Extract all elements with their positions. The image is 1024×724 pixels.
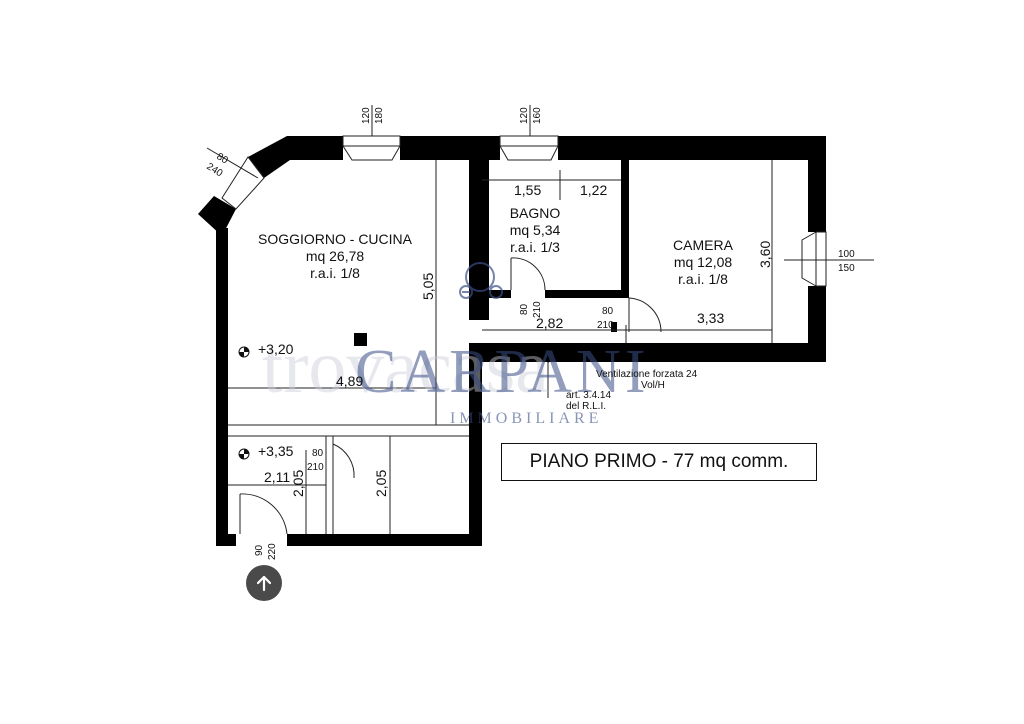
bath-left-wall bbox=[469, 136, 489, 320]
door-bath-swing bbox=[510, 257, 546, 291]
dim-entry-h: 2,05 bbox=[290, 470, 306, 497]
left-wall bbox=[216, 228, 228, 546]
pillar bbox=[354, 333, 367, 346]
room-bath-rai: r.a.i. 1/3 bbox=[510, 239, 560, 255]
level-living: +3,20 bbox=[258, 341, 294, 357]
door-store-swing bbox=[332, 443, 355, 479]
right-wall-upper bbox=[808, 136, 826, 232]
bottom-wall-left bbox=[216, 534, 236, 546]
room-bedroom-name: CAMERA bbox=[673, 237, 734, 253]
top-wall-left bbox=[287, 136, 343, 160]
dim-living-w: 4,89 bbox=[336, 373, 363, 389]
room-bath-name: BAGNO bbox=[510, 205, 561, 221]
note-ventilation-unit: Vol/H bbox=[641, 380, 665, 391]
window-bedroom-splay bbox=[801, 231, 817, 287]
interior-lines bbox=[206, 105, 874, 534]
room-living-rai: r.a.i. 1/8 bbox=[310, 265, 360, 281]
room-living-name: SOGGIORNO - CUCINA bbox=[258, 231, 413, 247]
top-wall-right bbox=[558, 136, 826, 160]
room-bath-area: mq 5,34 bbox=[510, 222, 561, 238]
bath-bottom-wall bbox=[545, 290, 629, 298]
win-bath-w: 120 bbox=[519, 107, 530, 124]
bath-right-wall bbox=[621, 160, 629, 298]
level-marker-icon bbox=[238, 448, 250, 460]
note-ventilation: Ventilazione forzata 24 bbox=[596, 369, 698, 380]
win-bedroom-w: 100 bbox=[838, 249, 855, 260]
dim-hall-w1: 2,82 bbox=[536, 315, 563, 331]
dim-store-h: 2,05 bbox=[373, 470, 389, 497]
plan-title: PIANO PRIMO - 77 mq comm. bbox=[501, 443, 817, 481]
window-bedroom bbox=[815, 231, 827, 287]
door-entry-swing bbox=[239, 493, 288, 535]
watermark-ghost: trovacasa bbox=[262, 325, 549, 409]
win-ref-corner bbox=[206, 147, 259, 179]
ventilation-arrow-icon bbox=[547, 351, 557, 363]
door-entry-h: 220 bbox=[267, 543, 278, 560]
note-regulation: del R.L.I. bbox=[566, 401, 606, 412]
watermark-brand: CARPANI bbox=[355, 338, 649, 406]
window-bath bbox=[499, 135, 559, 147]
dim-hall-w2: 3,33 bbox=[697, 310, 724, 326]
door-bath-h: 210 bbox=[532, 301, 543, 318]
window-bath-splay bbox=[499, 145, 559, 161]
north-button[interactable] bbox=[246, 565, 282, 601]
pillar-small bbox=[611, 322, 617, 332]
window-living-splay bbox=[342, 145, 401, 161]
door-bedroom-swing bbox=[628, 297, 662, 333]
win-bath-h: 160 bbox=[532, 107, 543, 124]
note-article: art. 3.4.14 bbox=[566, 390, 611, 401]
dim-bath-w1: 1,55 bbox=[514, 182, 541, 198]
bath-bottom-wall-left bbox=[489, 290, 511, 298]
ventilation-fan-icon bbox=[459, 262, 503, 299]
corner-wall-lower bbox=[198, 196, 236, 236]
ventilation-arrow-head bbox=[547, 349, 557, 360]
door-bedroom-h: 210 bbox=[597, 320, 614, 331]
hall-bottom-wall bbox=[480, 343, 826, 362]
win-bedroom-h: 150 bbox=[838, 263, 855, 274]
arrow-up-icon bbox=[256, 575, 272, 592]
watermark-sub: IMMOBILIARE bbox=[450, 410, 602, 427]
win-living-h: 180 bbox=[374, 107, 385, 124]
corner-wall-upper bbox=[248, 136, 290, 178]
dim-entry-w: 2,11 bbox=[264, 469, 290, 485]
door-bedroom-w: 80 bbox=[602, 306, 614, 317]
door-entry-w: 90 bbox=[254, 544, 265, 556]
door-bath-w: 80 bbox=[519, 303, 530, 315]
dim-bath-w2: 1,22 bbox=[580, 182, 607, 198]
bottom-wall-right bbox=[287, 534, 482, 546]
window-corner bbox=[221, 156, 265, 210]
door-store-w: 80 bbox=[312, 448, 324, 459]
window-living bbox=[342, 135, 401, 147]
level-marker-icon bbox=[238, 346, 250, 358]
door-store-h: 210 bbox=[307, 462, 324, 473]
room-living-area: mq 26,78 bbox=[306, 248, 365, 264]
dim-bed-h: 3,60 bbox=[757, 241, 773, 268]
doors bbox=[239, 257, 662, 535]
store-right-wall bbox=[469, 343, 482, 546]
dim-living-h: 5,05 bbox=[420, 273, 436, 300]
win-living-w: 120 bbox=[361, 107, 372, 124]
level-entry: +3,35 bbox=[258, 443, 294, 459]
walls bbox=[198, 136, 826, 546]
room-bedroom-area: mq 12,08 bbox=[674, 254, 733, 270]
room-bedroom-rai: r.a.i. 1/8 bbox=[678, 271, 728, 287]
